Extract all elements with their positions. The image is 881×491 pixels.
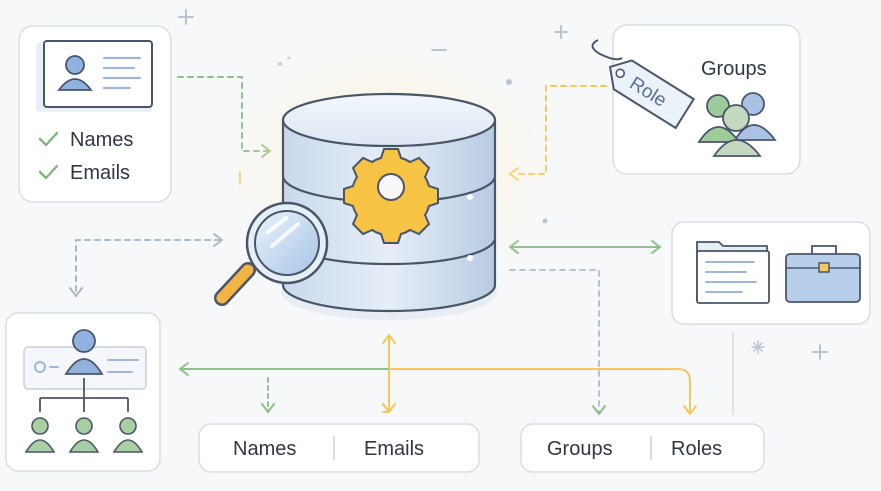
- groups-card-title: Groups: [701, 58, 767, 80]
- arrowhead: [69, 233, 223, 297]
- files-card: [671, 221, 871, 325]
- profile-item-emails: Emails: [70, 162, 130, 184]
- decorative-dot: [278, 62, 282, 66]
- folder-icon: [696, 241, 770, 304]
- magnifier-icon: [214, 201, 329, 306]
- check-icon: [38, 131, 59, 147]
- users-group-icon: [697, 92, 777, 157]
- pill-item-names: Names: [233, 438, 296, 460]
- check-icon: [38, 164, 59, 180]
- arrowhead: [179, 362, 189, 376]
- profile-card: Names Emails: [18, 25, 172, 203]
- connector-db-to-groups-pill: [509, 269, 600, 415]
- decorative-dot: [287, 56, 291, 60]
- id-card-icon: [43, 40, 153, 108]
- pill-item-emails: Emails: [364, 438, 424, 460]
- arrowhead: [382, 403, 396, 413]
- org-chart-card: [5, 312, 161, 472]
- arrowhead: [261, 403, 275, 413]
- briefcase-icon: [785, 245, 861, 303]
- pill-item-roles: Roles: [671, 438, 722, 460]
- groups-card: Groups Role: [591, 24, 801, 175]
- arrowhead: [592, 405, 606, 415]
- connector-db-to-org: [75, 239, 221, 297]
- manager-avatar-icon: [72, 329, 96, 353]
- pill-item-groups: Groups: [547, 438, 613, 460]
- names-emails-pill: Names Emails: [198, 423, 480, 473]
- connector-to-roles: [388, 368, 691, 415]
- arrowhead: [683, 405, 697, 415]
- profile-item-names: Names: [70, 129, 133, 151]
- groups-roles-pill: Groups Roles: [520, 423, 765, 473]
- gear-icon: [343, 148, 439, 244]
- avatar-icon: [65, 55, 85, 75]
- team-members-icon: [24, 417, 144, 453]
